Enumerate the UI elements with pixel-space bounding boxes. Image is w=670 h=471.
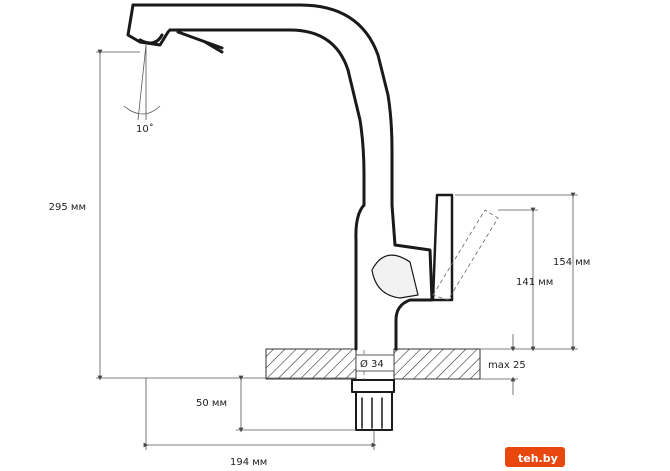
- max-thickness-label: max 25: [488, 360, 526, 371]
- diameter-box: [355, 354, 395, 372]
- diameter-label: Ø 34: [360, 358, 384, 370]
- watermark-badge: [505, 447, 565, 467]
- watermark: teh.by: [505, 447, 565, 467]
- countertop: [265, 348, 481, 380]
- watermark-text: teh.by: [518, 452, 558, 465]
- lever-height-1-label: 154 мм: [553, 257, 590, 268]
- angle-label: 10˚: [136, 123, 154, 135]
- thread-length-label: 50 мм: [196, 398, 227, 409]
- height-total-label: 295 мм: [49, 202, 86, 213]
- reach-label: 194 мм: [230, 457, 267, 468]
- dimension-lines: [96, 44, 578, 450]
- lever-height-2-label: 141 мм: [516, 277, 553, 288]
